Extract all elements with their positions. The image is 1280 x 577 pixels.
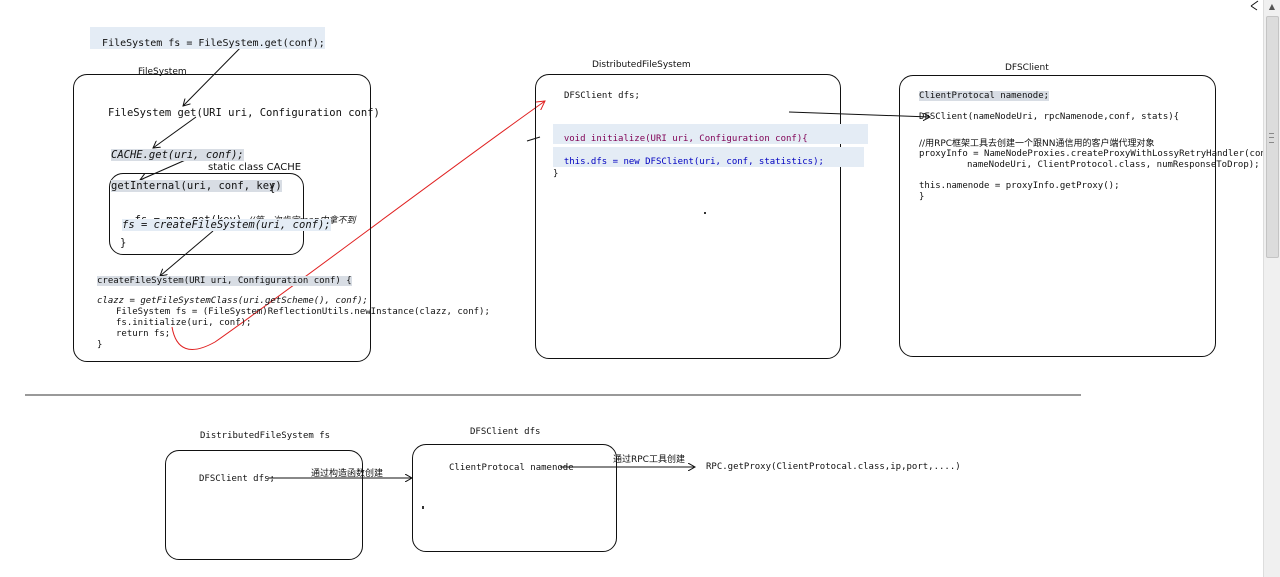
fs-create-signature: createFileSystem(URI uri, Configuration … bbox=[97, 276, 352, 286]
filesystem-title: FileSystem bbox=[138, 67, 187, 77]
arrow-internal bbox=[140, 157, 191, 180]
top-code: FileSystem fs = FileSystem.get(conf); bbox=[90, 27, 325, 49]
dfsclient-title: DFSClient bbox=[1005, 63, 1049, 73]
bottom-client-title: DFSClient dfs bbox=[470, 427, 541, 437]
dfs-end: } bbox=[553, 169, 559, 179]
vertical-scrollbar[interactable]: ▲ bbox=[1263, 0, 1280, 577]
dfs-dot bbox=[704, 212, 706, 214]
dfs-title: DistributedFileSystem bbox=[592, 60, 691, 70]
bottom-dfs-box bbox=[165, 450, 363, 560]
dfsclient-assign: this.namenode = proxyInfo.getProxy(); bbox=[919, 181, 1120, 191]
bottom-dfs-field: DFSClient dfs; bbox=[199, 474, 275, 484]
fs-brace-close: } bbox=[120, 237, 127, 249]
fs-get-internal: getInternal(uri, conf, key) bbox=[111, 180, 282, 192]
bottom-arrow2-label: 通过RPC工具创建 bbox=[613, 455, 685, 465]
fs-brace-open: { bbox=[269, 182, 276, 194]
dfs-field: DFSClient dfs; bbox=[564, 91, 640, 101]
dfsclient-ctor: DFSClient(nameNodeUri, rpcNamenode,conf,… bbox=[919, 112, 1180, 122]
fs-initialize: fs.initialize(uri, conf); bbox=[116, 318, 252, 328]
fs-return: return fs; bbox=[116, 329, 171, 339]
fs-create-call: fs = createFileSystem(uri, conf); bbox=[122, 219, 331, 231]
arrow-dfsclient bbox=[788, 111, 930, 117]
dfsclient-proxy-line1: proxyInfo = NameNodeProxies.createProxyW… bbox=[919, 149, 1277, 159]
fs-new-instance: FileSystem fs = (FileSystem)ReflectionUt… bbox=[116, 307, 490, 317]
dfs-box bbox=[535, 74, 841, 359]
red-arrow-initialize bbox=[171, 101, 545, 350]
arrow-get bbox=[183, 39, 249, 106]
arrow-cache bbox=[153, 116, 197, 148]
bottom-rpc-call: RPC.getProxy(ClientProtocal.class,ip,por… bbox=[706, 462, 961, 472]
dfsclient-end: } bbox=[919, 192, 925, 202]
bottom-client-field: ClientProtocal namenode bbox=[449, 463, 574, 473]
dfs-init-signature: void initialize(URI uri, Configuration c… bbox=[553, 124, 868, 144]
bottom-dfs-title: DistributedFileSystem fs bbox=[200, 431, 331, 441]
fs-cache-get: CACHE.get(uri, conf); bbox=[111, 149, 244, 161]
scroll-up-icon[interactable]: ▲ bbox=[1268, 2, 1276, 11]
dfsclient-box bbox=[899, 75, 1216, 357]
fs-static-class: static class CACHE bbox=[208, 162, 302, 173]
cache-inner-box bbox=[109, 173, 304, 255]
grip-icon bbox=[1269, 133, 1274, 143]
bottom-client-box bbox=[412, 444, 617, 552]
dfsclient-comment: //用RPC框架工具去创建一个跟NN通信用的客户端代理对象 bbox=[919, 139, 1155, 149]
bottom-arrow1-label: 通过构造函数创建 bbox=[311, 469, 384, 479]
fs-clazz: clazz = getFileSystemClass(uri.getScheme… bbox=[97, 296, 368, 306]
filesystem-box bbox=[73, 74, 371, 362]
arrow-create bbox=[160, 230, 214, 276]
dfs-assign: this.dfs = new DFSClient(uri, conf, stat… bbox=[553, 147, 864, 167]
fs-end: } bbox=[97, 340, 103, 350]
bottom-client-dot bbox=[422, 506, 424, 509]
arrow-dfs-left bbox=[526, 136, 541, 142]
dfsclient-field: ClientProtocal namenode; bbox=[919, 91, 1050, 101]
fs-get-signature: FileSystem get(URI uri, Configuration co… bbox=[108, 107, 380, 119]
dfsclient-proxy-line2: nameNodeUri, ClientProtocol.class, numRe… bbox=[967, 160, 1260, 170]
